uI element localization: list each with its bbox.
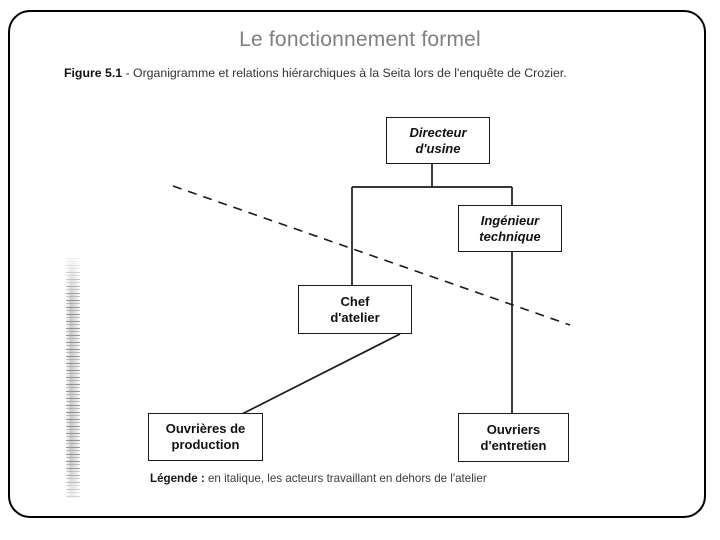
org-box-label: Ouvrières de production [165,421,246,452]
org-box-chef-atelier: Chef d'atelier [298,285,412,334]
org-box-label: Chef d'atelier [330,293,380,325]
figure-caption-text: - Organigramme et relations hiérarchique… [122,66,567,80]
org-box-ouvrieres-production: Ouvrières de production [148,413,263,461]
figure-caption: Figure 5.1 - Organigramme et relations h… [64,66,664,80]
slide-frame [8,10,706,518]
connector-chef-to-ouvrieres [237,333,401,417]
org-box-ouvriers-entretien: Ouvriers d'entretien [458,413,569,462]
org-box-label: Directeur d'usine [409,124,467,156]
scanned-figure: Figure 5.1 - Organigramme et relations h… [0,58,720,503]
page-title: Le fonctionnement formel [239,28,481,51]
org-box-ingenieur-technique: Ingénieur technique [458,205,562,252]
figure-caption-label: Figure 5.1 [64,66,123,80]
scan-gutter-artifact [66,258,80,498]
figure-legend: Légende : en italique, les acteurs trava… [150,472,487,485]
figure-legend-text: en italique, les acteurs travaillant en … [204,472,487,485]
figure-legend-label: Légende : [150,472,205,485]
org-box-label: Ingénieur technique [479,212,541,244]
org-chart-connectors [172,164,571,417]
org-box-label: Ouvriers d'entretien [480,421,547,453]
atelier-boundary-dashed-line [172,185,571,326]
org-box-directeur-usine: Directeur d'usine [386,117,490,164]
